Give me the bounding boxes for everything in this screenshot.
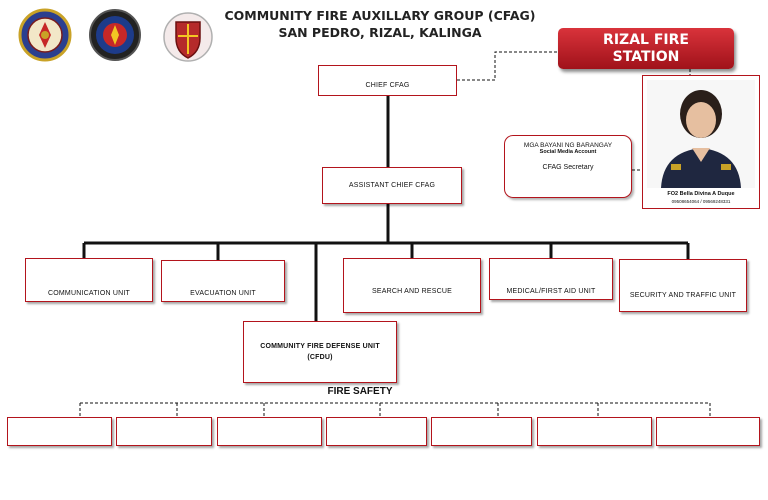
evacuation-unit-box: EVACUATION UNIT [161,260,285,302]
security-traffic-label: SECURITY AND TRAFFIC UNIT [629,292,737,299]
fire-safety-box-7 [656,417,760,446]
station-line2: STATION [612,49,680,65]
page-title-line2: SAN PEDRO, RIZAL, KALINGA [278,25,482,40]
security-traffic-box: SECURITY AND TRAFFIC UNIT [619,259,747,312]
bureau-of-fire-protection-logo [88,8,141,62]
callout-line1: MGA BAYANI NG BARANGAY [523,142,613,149]
fire-safety-box-6 [537,417,652,446]
officer-portrait-icon [647,80,755,188]
secretary-callout: MGA BAYANI NG BARANGAY Social Media Acco… [504,135,632,198]
communication-unit-box: COMMUNICATION UNIT [25,258,153,302]
assistant-chief-box: ASSISTANT CHIEF CFAG [322,167,462,204]
medical-first-aid-box: MEDICAL/FIRST AID UNIT [489,258,613,300]
municipal-seal-logo [18,8,72,62]
officer-name: FO2 Bella Divina A Duque [667,191,735,197]
fire-safety-box-4 [326,417,427,446]
rizal-fire-station-banner: RIZAL FIRE STATION [558,28,734,69]
station-dashed-link [457,51,558,81]
fire-safety-box-1 [7,417,112,446]
callout-line2: Social Media Account [539,149,597,155]
officer-contact: 09508654064 / 09569248331 [671,199,731,204]
chief-cfag-label: CHIEF CFAG [365,82,410,89]
fire-safety-box-3 [217,417,322,446]
fire-station-crest-logo [158,8,213,62]
cfdu-label-line1: COMMUNITY FIRE DEFENSE UNIT [260,343,380,350]
page-title-line1: COMMUNITY FIRE AUXILLARY GROUP (CFAG) [224,8,536,23]
chief-cfag-box: CHIEF CFAG [318,65,457,96]
cfdu-label-line2: (CFDU) [307,354,333,361]
search-rescue-box: SEARCH AND RESCUE [343,258,481,313]
medical-first-aid-label: MEDICAL/FIRST AID UNIT [506,287,596,295]
cfdu-box: COMMUNITY FIRE DEFENSE UNIT (CFDU) [243,321,397,383]
station-line1: RIZAL FIRE [603,32,689,48]
officer-photo-card: FO2 Bella Divina A Duque 09508654064 / 0… [642,75,760,209]
evacuation-unit-label: EVACUATION UNIT [190,289,256,297]
fire-safety-box-5 [431,417,532,446]
search-rescue-label: SEARCH AND RESCUE [371,288,453,295]
communication-unit-label: COMMUNICATION UNIT [47,289,131,297]
assistant-chief-label: ASSISTANT CHIEF CFAG [348,182,436,189]
callout-role: CFAG Secretary [542,164,594,171]
fire-safety-label: FIRE SAFETY [327,386,393,397]
seal-icon [18,8,72,62]
crest-icon [163,12,213,62]
fire-safety-box-2 [116,417,212,446]
bfp-badge-icon [89,9,141,61]
